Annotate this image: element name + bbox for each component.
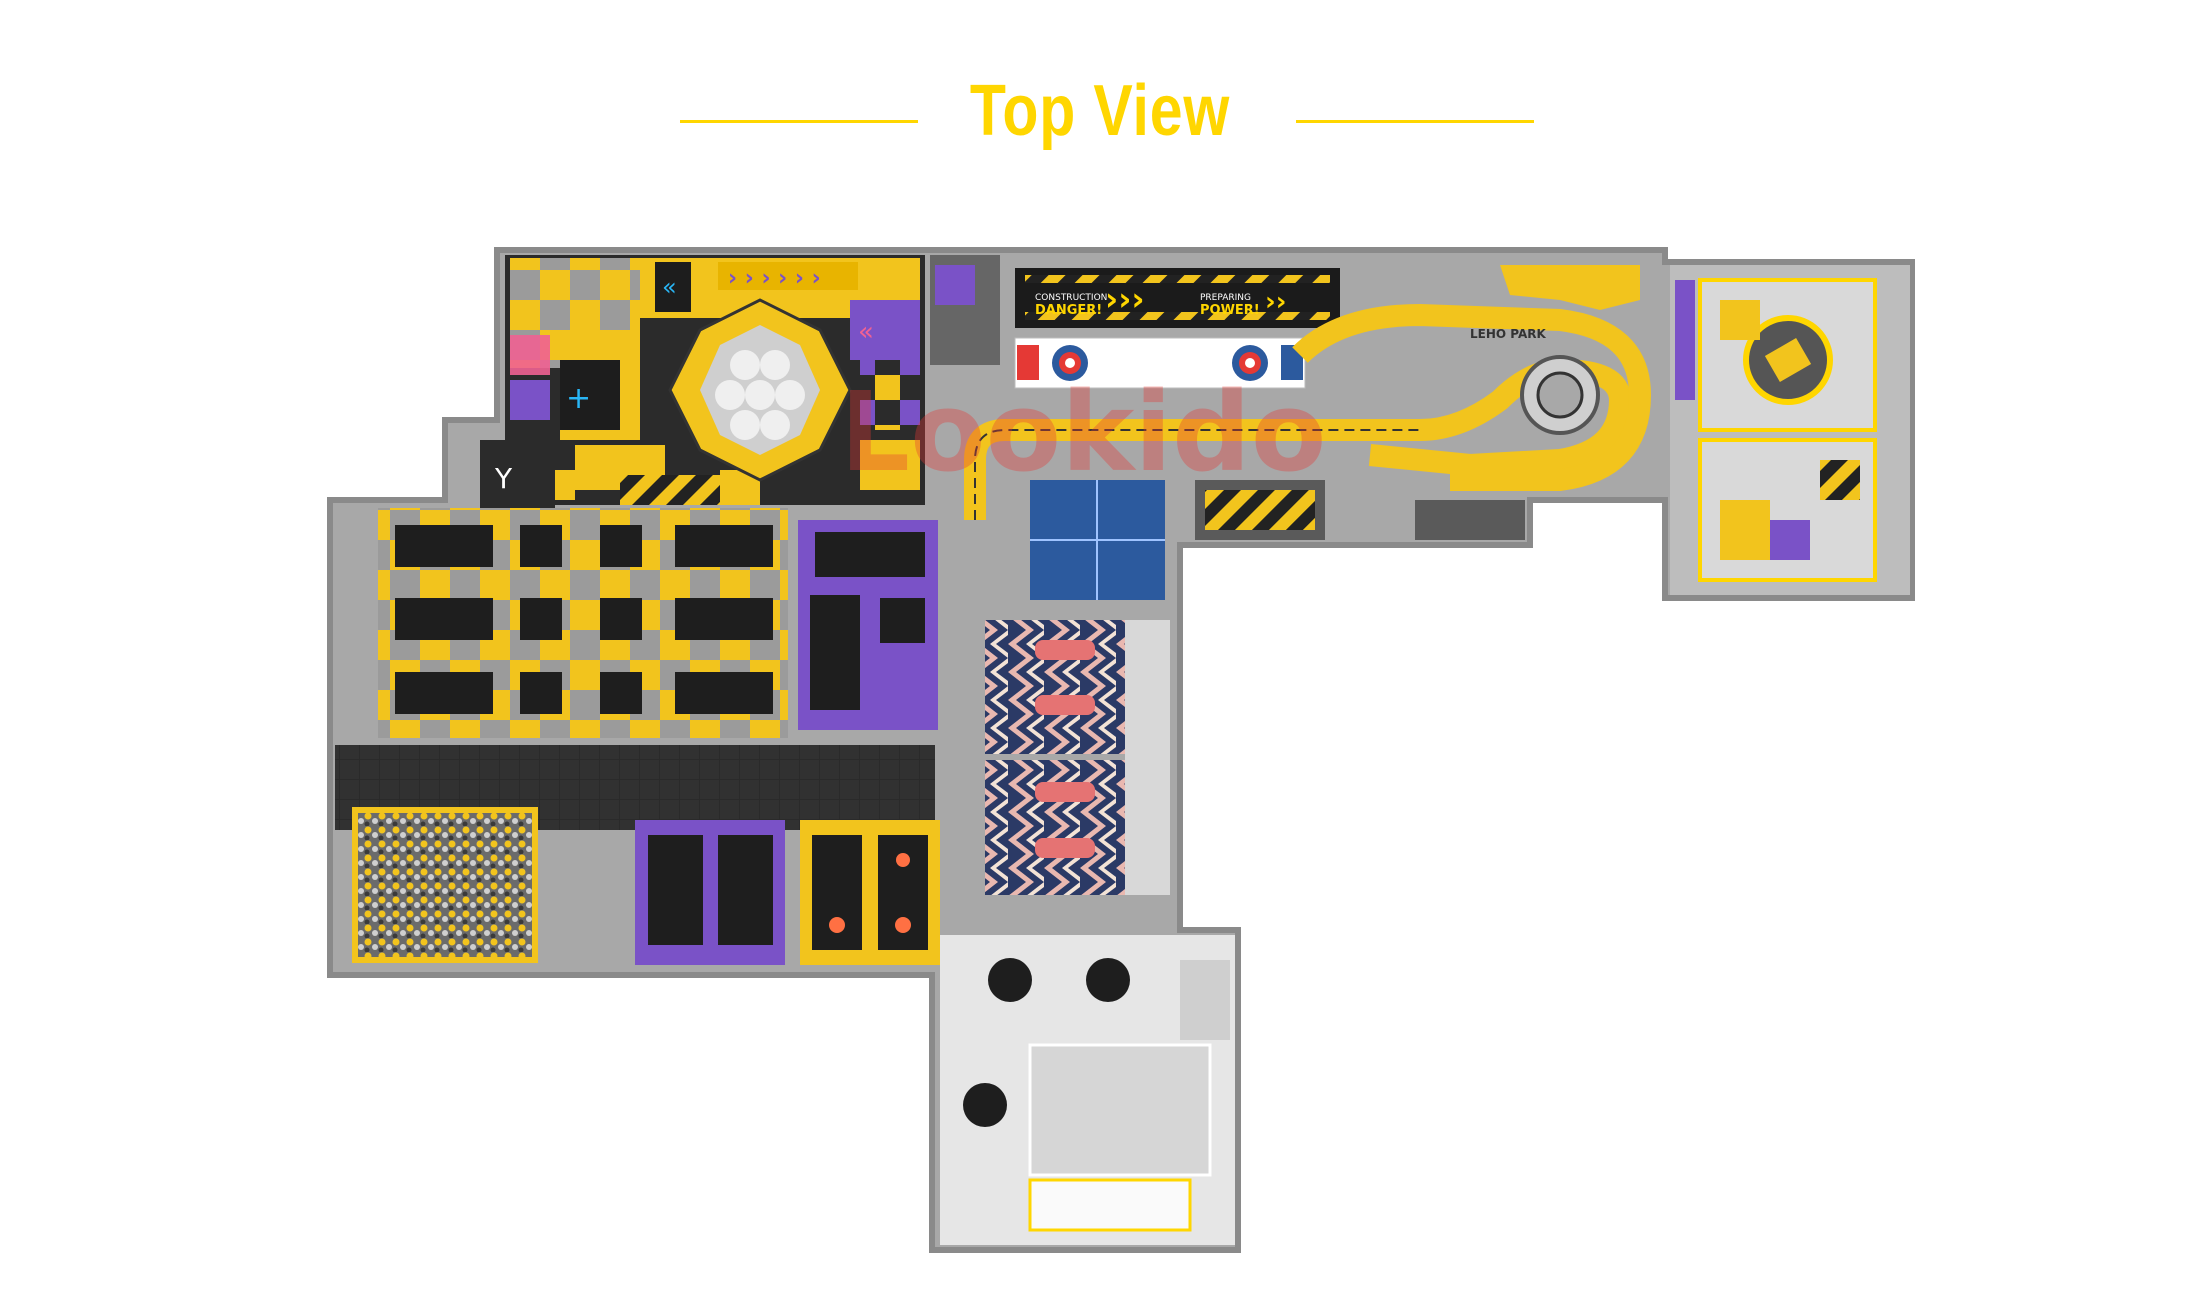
- title-line-right: [1296, 120, 1534, 123]
- svg-text:+: +: [566, 381, 591, 416]
- danger-sign-top: CONSTRUCTION: [1035, 293, 1107, 303]
- svg-text:››: ››: [1265, 287, 1286, 317]
- track-brand-label: LEHO PARK: [1470, 327, 1546, 341]
- power-sign-top: PREPARING: [1200, 293, 1251, 303]
- svg-text:› › › › › ›: › › › › › ›: [728, 266, 821, 291]
- power-sign-main: POWER!: [1200, 303, 1260, 318]
- svg-text:«: «: [662, 273, 677, 301]
- title-row: Top View: [0, 70, 2200, 160]
- page-title: Top View: [969, 71, 1231, 151]
- title-line-left: [680, 120, 918, 123]
- watermark: Lookido: [840, 368, 1326, 496]
- svg-text:«: «: [858, 317, 874, 347]
- climb-walls: [1035, 640, 1095, 858]
- cafe-tables: [963, 958, 1130, 1127]
- svg-text:›››: ›››: [1105, 280, 1145, 318]
- foam-pit: [352, 807, 538, 963]
- trampoline-beds: [395, 525, 773, 714]
- danger-sign-main: DANGER!: [1035, 303, 1102, 318]
- svg-text:Y: Y: [494, 462, 513, 495]
